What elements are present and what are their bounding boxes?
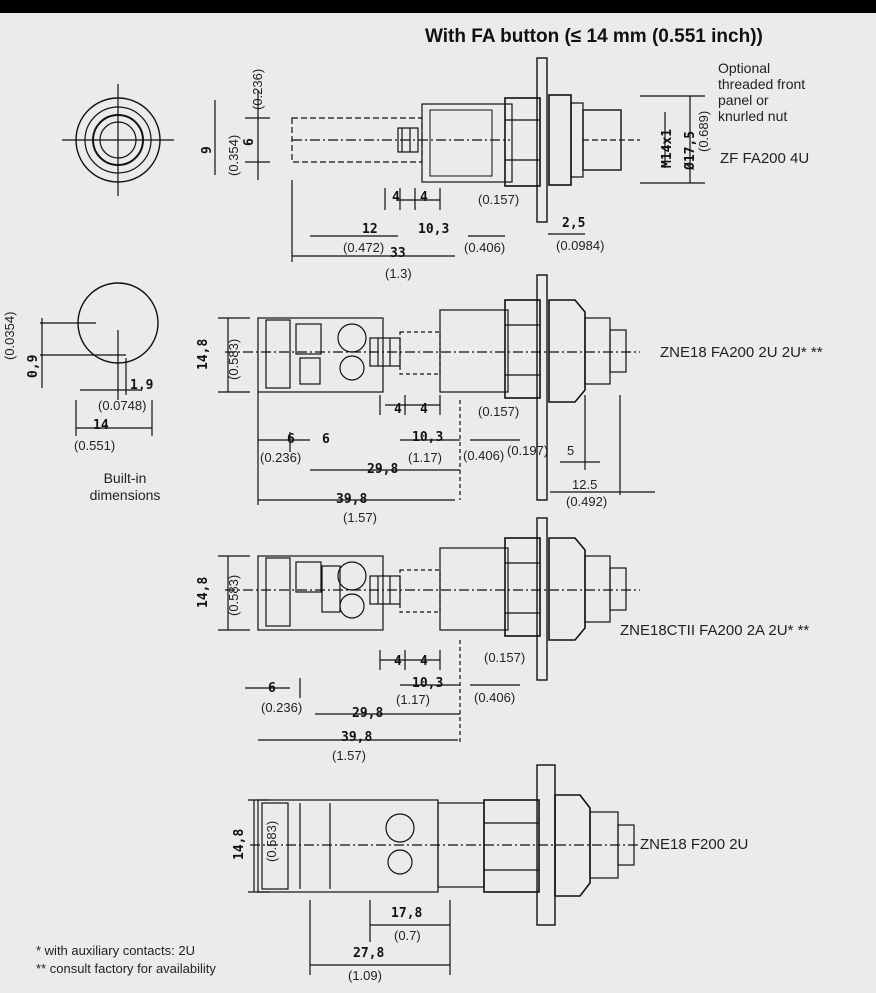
dim-1-3: (1.3) <box>385 266 412 281</box>
model-label-2: ZNE18 FA200 2U 2U* ** <box>660 344 823 361</box>
dim2-1-57: (1.57) <box>343 510 377 525</box>
optional-line-4: knurled nut <box>718 108 788 124</box>
header-bar <box>0 0 876 13</box>
dim2-14-8: 14,8 <box>196 338 211 370</box>
dim-9: 9 <box>200 146 215 154</box>
dim3-1-17: (1.17) <box>396 692 430 707</box>
drawing-3 <box>218 517 640 745</box>
dim-0406: (0.406) <box>464 240 506 255</box>
dim2-0236: (0.236) <box>260 450 302 465</box>
dim-12: 12 <box>362 222 378 237</box>
dim2-1-17: (1.17) <box>408 450 442 465</box>
dim2-0197: (0.197) <box>507 443 549 458</box>
dim-b-0-9: 0,9 <box>26 354 41 378</box>
dim3-0236: (0.236) <box>261 700 303 715</box>
dim-0689: (0.689) <box>696 110 711 152</box>
dim-m14x1: M14x1 <box>660 128 675 168</box>
optional-line-1: Optional <box>718 60 771 76</box>
dim-b-14: 14 <box>93 418 109 433</box>
footnote-availability: ** consult factory for availability <box>36 961 216 976</box>
dim-33: 33 <box>390 246 406 261</box>
dim2-0492: (0.492) <box>566 494 608 509</box>
dim2-4a: 4 <box>394 402 402 417</box>
front-view-circle <box>62 84 174 196</box>
drawing-1 <box>214 57 705 262</box>
dim3-4a: 4 <box>394 654 402 669</box>
builtin-line-2: dimensions <box>89 487 161 503</box>
dim2-39-8: 39,8 <box>336 492 368 507</box>
dim3-29-8: 29,8 <box>352 706 384 721</box>
dim-b-1-9: 1,9 <box>130 378 154 393</box>
dim4-14-8: 14,8 <box>232 828 247 860</box>
dim3-39-8: 39,8 <box>341 730 373 745</box>
optional-line-2: threaded front <box>718 76 806 92</box>
dim2-0157: (0.157) <box>478 404 520 419</box>
dim3-0406: (0.406) <box>474 690 516 705</box>
dim-6: 6 <box>242 138 257 146</box>
drawing-4 <box>248 764 640 975</box>
dim4-1-09: (1.09) <box>348 968 382 983</box>
dim4-0583: (0.583) <box>264 820 279 862</box>
footnote-auxiliary: * with auxiliary contacts: 2U <box>36 943 195 958</box>
builtin-line-1: Built-in <box>103 470 147 486</box>
dim-0354: (0.354) <box>226 134 241 176</box>
dim2-5: 5 <box>567 443 575 458</box>
dim2-6a: 6 <box>287 432 295 447</box>
dim2-12-5: 12.5 <box>572 477 598 492</box>
dim-0157: (0.157) <box>478 192 520 207</box>
dim-0236: (0.236) <box>250 68 265 110</box>
dim-4b: 4 <box>420 190 428 205</box>
dim-10-3: 10,3 <box>418 222 450 237</box>
drawing-2 <box>218 274 655 505</box>
dim4-0-7: (0.7) <box>394 928 421 943</box>
builtin-circle <box>40 282 159 436</box>
page-title: With FA button (≤ 14 mm (0.551 inch)) <box>425 26 763 47</box>
model-label-3: ZNE18CTII FA200 2A 2U* ** <box>620 622 810 639</box>
dim-b-0551: (0.551) <box>74 438 116 453</box>
dim2-4b: 4 <box>420 402 428 417</box>
dim-b-00354: (0.0354) <box>2 311 17 360</box>
dim2-10-3: 10,3 <box>412 430 444 445</box>
dim3-10-3: 10,3 <box>412 676 444 691</box>
dim2-0583: (0.583) <box>226 338 241 380</box>
dim3-14-8: 14,8 <box>196 576 211 608</box>
dim2-29-8: 29,8 <box>367 462 399 477</box>
optional-line-3: panel or <box>718 92 769 108</box>
optional-note: Optional threaded front panel or knurled… <box>718 60 848 124</box>
dim3-6: 6 <box>268 681 276 696</box>
dim4-17-8: 17,8 <box>391 906 423 921</box>
builtin-dimensions-label: Built-in dimensions <box>70 470 180 504</box>
dim2-6b: 6 <box>322 432 330 447</box>
dim2-0406: (0.406) <box>463 448 505 463</box>
dim-2-5: 2,5 <box>562 216 586 231</box>
dim3-0583: (0.583) <box>226 574 241 616</box>
dim3-0157: (0.157) <box>484 650 526 665</box>
dim-4a: 4 <box>392 190 400 205</box>
model-label-4: ZNE18 F200 2U <box>640 836 749 853</box>
dim-00984: (0.0984) <box>556 238 605 253</box>
dim-0472: (0.472) <box>343 240 385 255</box>
model-label-1: ZF FA200 4U <box>720 150 810 167</box>
dim4-27-8: 27,8 <box>353 946 385 961</box>
dim-b-00748: (0.0748) <box>98 398 147 413</box>
dim3-4b: 4 <box>420 654 428 669</box>
dim3-1-57: (1.57) <box>332 748 366 763</box>
